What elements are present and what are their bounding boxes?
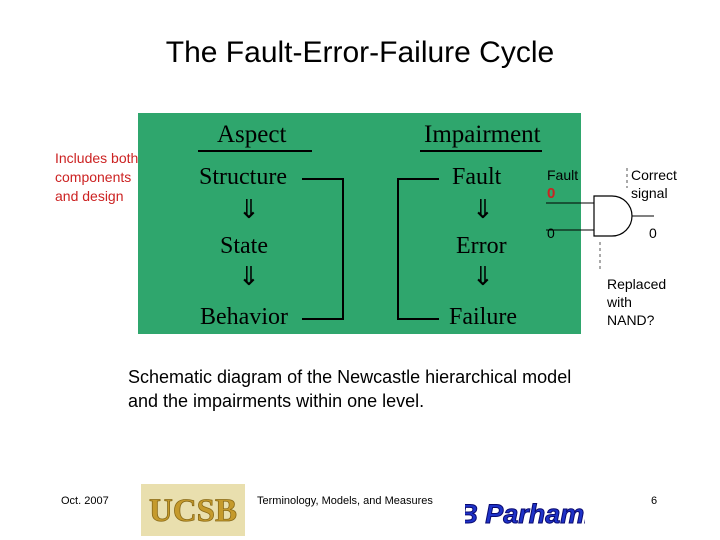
behavior-label: Behavior xyxy=(200,304,288,330)
footer-date: Oct. 2007 xyxy=(61,495,109,507)
aspect-underline xyxy=(198,150,312,152)
ucsb-logo: UCSB xyxy=(141,484,245,536)
author-signature: B Parhami xyxy=(465,499,585,530)
impairment-underline xyxy=(420,150,542,152)
fault-label: Fault xyxy=(452,164,502,190)
structure-label: Structure xyxy=(199,164,287,190)
failure-label: Failure xyxy=(449,304,517,330)
impairment-heading: Impairment xyxy=(424,121,541,148)
down-arrow-icon: ⇓ xyxy=(472,195,494,224)
side-note-line: Includes both xyxy=(55,150,139,166)
gate-fault-value: 0 xyxy=(547,185,556,202)
down-arrow-icon: ⇓ xyxy=(238,195,260,224)
gate-replaced-line: with xyxy=(607,294,632,310)
down-arrow-icon: ⇓ xyxy=(472,262,494,291)
left-bracket xyxy=(302,178,344,320)
side-note-line: components xyxy=(55,169,132,185)
and-gate-schematic xyxy=(546,168,654,270)
slide-title: The Fault-Error-Failure Cycle xyxy=(165,36,555,69)
down-arrow-icon: ⇓ xyxy=(238,262,260,291)
gate-correct-signal-line: Correct xyxy=(631,167,677,183)
gate-replaced-line: Replaced xyxy=(607,276,667,292)
and-gate-icon xyxy=(593,195,633,237)
ucsb-logo-text: UCSB xyxy=(149,493,237,529)
state-label: State xyxy=(220,233,268,259)
caption-line: and the impairments within one level. xyxy=(128,391,425,411)
diagram-caption: Schematic diagram of the Newcastle hiera… xyxy=(128,365,571,413)
gate-correct-signal-line: signal xyxy=(631,185,668,201)
error-label: Error xyxy=(456,233,507,259)
signature-text: B Parhami xyxy=(465,499,585,529)
gate-fault-label: Fault xyxy=(547,167,579,183)
page-number: 6 xyxy=(651,495,658,507)
side-note: Includes both components and design xyxy=(55,149,138,206)
gate-output-value: 0 xyxy=(649,225,657,241)
right-bracket xyxy=(397,178,439,320)
diagram-panel xyxy=(138,113,581,334)
gate-input2-value: 0 xyxy=(547,225,555,241)
gate-replaced-label: Replaced with NAND? xyxy=(607,275,666,329)
gate-replaced-line: NAND? xyxy=(607,312,655,328)
caption-line: Schematic diagram of the Newcastle hiera… xyxy=(128,367,572,387)
aspect-heading: Aspect xyxy=(217,121,287,148)
gate-correct-signal-label: Correct signal xyxy=(631,166,677,202)
side-note-line: and design xyxy=(55,188,124,204)
footer-title: Terminology, Models, and Measures xyxy=(257,495,433,507)
